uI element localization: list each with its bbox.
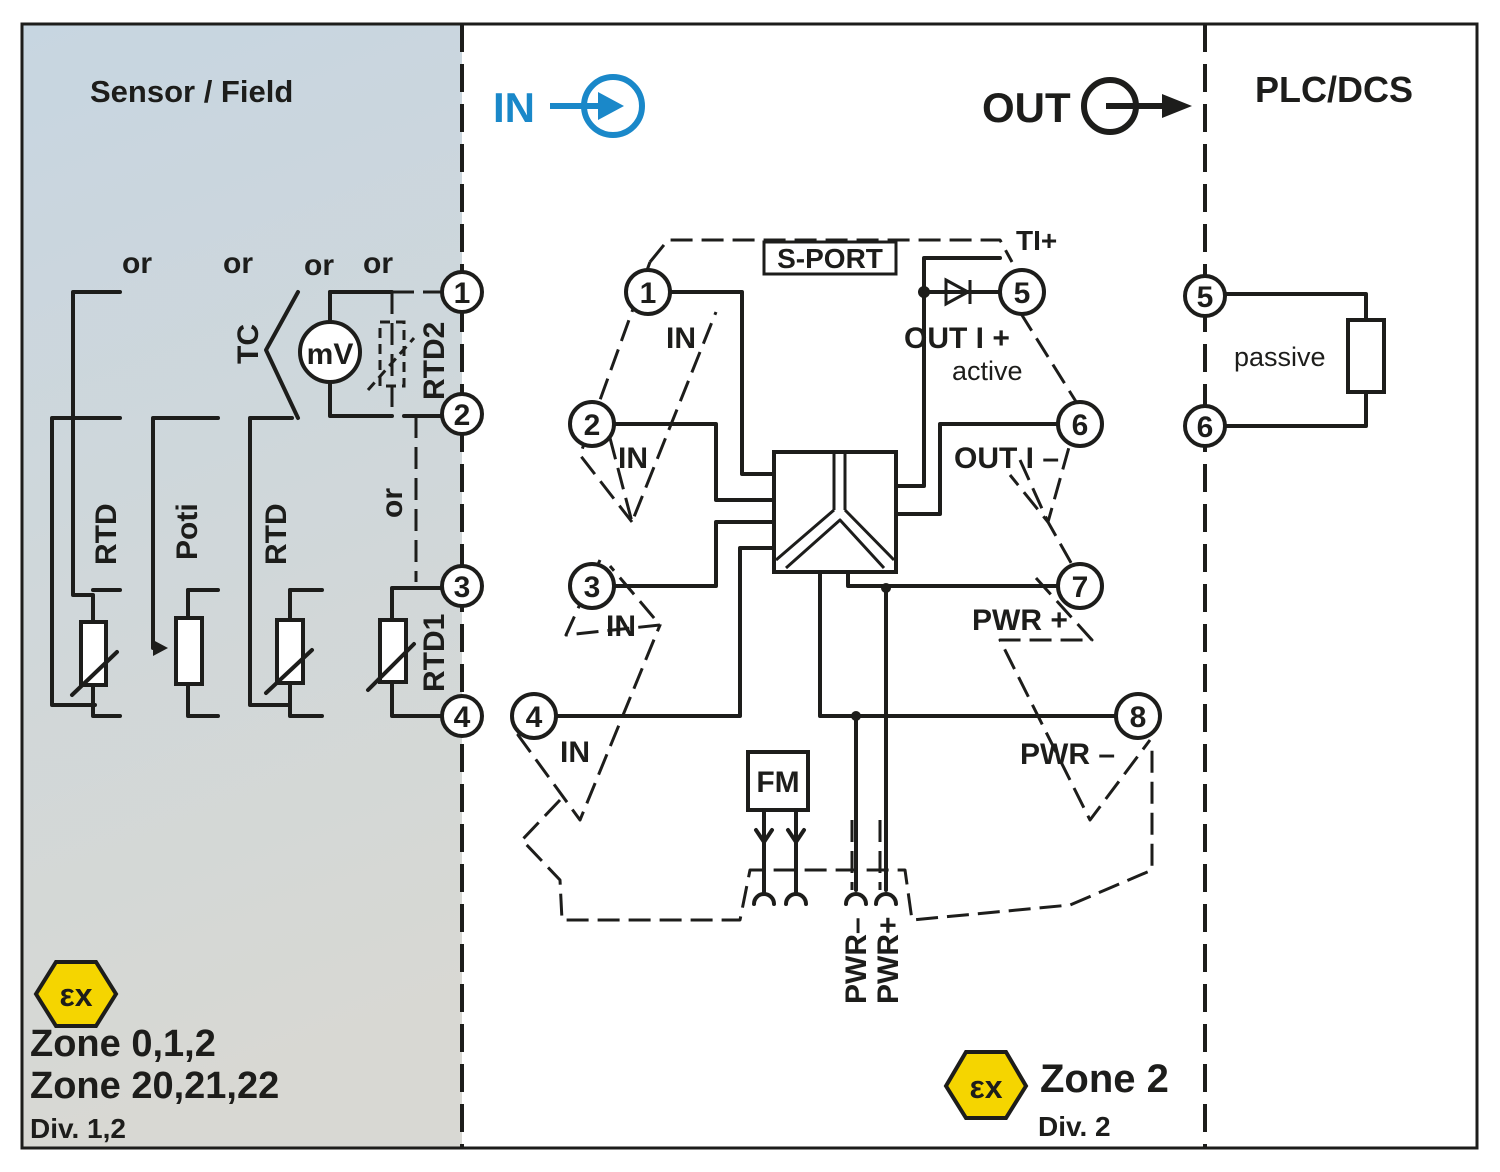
sensor-field-title: Sensor / Field xyxy=(90,74,293,109)
fm-block xyxy=(746,750,810,894)
in-arrow-icon xyxy=(550,74,645,138)
svg-text:2: 2 xyxy=(454,399,471,432)
potentiometer-sensor xyxy=(151,416,220,718)
thermocouple-sensor xyxy=(264,290,300,420)
bus-connector-icon xyxy=(752,820,898,906)
svg-text:1: 1 xyxy=(640,277,657,310)
terminal-left-4: 4 xyxy=(440,694,484,738)
rtd-sensor-a xyxy=(50,290,122,718)
svg-text:7: 7 xyxy=(1072,571,1089,604)
ex-hazard-icon: εx xyxy=(33,960,119,1028)
rtd-a-label: RTD xyxy=(90,503,123,565)
svg-text:6: 6 xyxy=(1072,409,1089,442)
out-arrow-icon xyxy=(1081,77,1192,135)
s-port-line xyxy=(648,238,1014,263)
pwr-minus-label: PWR – xyxy=(1020,738,1115,771)
terminal-left-3: 3 xyxy=(440,564,484,608)
terminal-left-2: 2 xyxy=(440,392,484,436)
module-terminal-8: 8 xyxy=(1114,692,1162,740)
or-label: or xyxy=(122,247,152,280)
rtd2-sensor xyxy=(366,290,446,582)
out-header-label: OUT xyxy=(982,84,1071,131)
ex-hazard-icon: εx xyxy=(943,1050,1029,1120)
module-terminal-7: 7 xyxy=(1056,562,1104,610)
div-left: Div. 1,2 xyxy=(30,1113,126,1144)
out-i-plus-label: OUT I + xyxy=(904,322,1010,355)
plc-terminal-6: 6 xyxy=(1183,404,1227,448)
mv-label: mV xyxy=(307,338,354,371)
svg-text:8: 8 xyxy=(1130,701,1147,734)
passive-label: passive xyxy=(1234,342,1326,372)
diagram-frame xyxy=(20,22,1479,1150)
or-label: or xyxy=(223,247,253,280)
in-label-2: IN xyxy=(618,442,648,475)
rtd1-label: RTD1 xyxy=(418,614,451,692)
or-label-vertical: or xyxy=(376,488,409,518)
s-port-box xyxy=(762,240,898,276)
svg-text:5: 5 xyxy=(1197,281,1214,314)
module-terminal-5: 5 xyxy=(998,268,1046,316)
svg-text:1: 1 xyxy=(454,277,471,310)
rtd-sensor-b xyxy=(248,416,324,718)
pwr-plus-label: PWR + xyxy=(972,604,1068,637)
rtd2-label: RTD2 xyxy=(418,322,451,400)
zone-left-a: Zone 0,1,2 xyxy=(30,1023,216,1065)
zone-right: Zone 2 xyxy=(1040,1057,1169,1101)
or-label: or xyxy=(304,249,334,282)
tc-label: TC xyxy=(232,324,265,364)
module-terminal-4: 4 xyxy=(510,692,558,740)
fm-label: FM xyxy=(756,766,799,799)
s-port-label: S-PORT xyxy=(777,243,883,274)
svg-text:4: 4 xyxy=(454,701,471,734)
svg-text:3: 3 xyxy=(584,571,601,604)
passive-load xyxy=(1224,292,1386,428)
svg-text:4: 4 xyxy=(526,701,543,734)
svg-text:5: 5 xyxy=(1014,277,1031,310)
pwr-plus-vertical-label: PWR+ xyxy=(872,916,905,1004)
div-right: Div. 2 xyxy=(1038,1111,1111,1142)
module-terminal-3: 3 xyxy=(568,562,616,610)
in-label-3: IN xyxy=(606,610,636,643)
svg-text:6: 6 xyxy=(1197,411,1214,444)
poti-label: Poti xyxy=(171,503,204,560)
svg-text:3: 3 xyxy=(454,571,471,604)
in-label-1: IN xyxy=(666,322,696,355)
ti-plus-label: TI+ xyxy=(1016,225,1057,256)
active-label: active xyxy=(952,356,1023,386)
rtd1-sensor xyxy=(366,586,448,718)
in-label-4: IN xyxy=(560,736,590,769)
converter-block xyxy=(772,450,898,574)
out-i-minus-label: OUT I – xyxy=(954,442,1059,475)
diode-icon xyxy=(944,277,972,307)
module-wiring xyxy=(554,256,1118,892)
module-terminal-1: 1 xyxy=(624,268,672,316)
terminal-left-1: 1 xyxy=(440,270,484,314)
plc-terminal-5: 5 xyxy=(1183,274,1227,318)
rtd-b-label: RTD xyxy=(260,503,293,565)
or-label: or xyxy=(363,247,393,280)
svg-text:εx: εx xyxy=(970,1069,1003,1105)
svg-text:εx: εx xyxy=(60,977,93,1013)
plc-dcs-title: PLC/DCS xyxy=(1255,69,1413,110)
module-terminal-2: 2 xyxy=(568,400,616,448)
in-header-label: IN xyxy=(493,84,535,131)
pwr-minus-vertical-label: PWR– xyxy=(840,917,873,1004)
svg-text:2: 2 xyxy=(584,409,601,442)
millivolt-source xyxy=(298,290,394,418)
zone-left-b: Zone 20,21,22 xyxy=(30,1065,279,1107)
module-terminal-6: 6 xyxy=(1056,400,1104,448)
